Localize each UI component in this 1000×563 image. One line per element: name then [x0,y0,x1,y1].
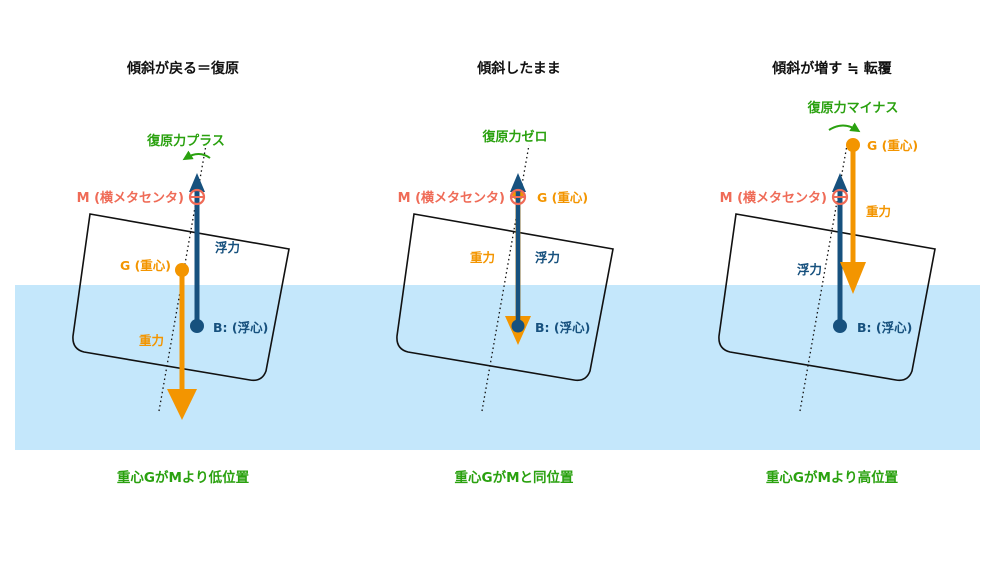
restoring-label: 復原力プラス [146,133,225,149]
buoyancy-label: 浮力 [215,240,240,255]
hull [396,213,614,382]
gravity-center-label: G (重心) [867,138,918,153]
gravity-arrow-head [840,262,866,294]
buoyancy-center-dot [511,319,525,333]
restoring-arrow [828,122,861,133]
gravity-center-label: G (重心) [120,258,171,273]
panel-title: 傾斜が増す ≒ 転覆 [771,60,892,77]
gravity-label: 重力 [139,333,164,348]
buoyancy-arrow-head [510,173,526,192]
hull [72,213,290,382]
restoring-arrow [182,150,211,161]
panel-capsizing: 傾斜が増す ≒ 転覆 復原力マイナス 浮力 B: (浮心) M (横メタセンタ)… [718,60,936,486]
buoyancy-center-label: B: (浮心) [857,320,912,335]
metacenter-label: M (横メタセンタ) [77,190,184,206]
panel-caption: 重心GがMと同位置 [454,469,574,486]
metacenter-label: M (横メタセンタ) [720,190,827,206]
restoring-label: 復原力マイナス [807,100,899,116]
hull [718,213,936,382]
gravity-center-dot [175,263,189,277]
buoyancy-label: 浮力 [797,262,822,277]
panel-title: 傾斜が戻る＝復原 [126,60,239,77]
panel-title: 傾斜したまま [476,60,561,77]
panel-caption: 重心GがMより高位置 [766,469,899,486]
panel-restoring: 傾斜が戻る＝復原 復原力プラス 浮力 B: (浮心) G (重心) 重力 M (… [72,60,290,486]
panel-caption: 重心GがMより低位置 [117,469,250,486]
gravity-arrow-head [167,389,197,420]
buoyancy-arrow-head [832,173,848,192]
gravity-label: 重力 [866,204,891,219]
gravity-center-label: G (重心) [537,190,588,205]
gravity-center-dot [846,138,860,152]
buoyancy-center-dot [190,319,204,333]
buoyancy-center-label: B: (浮心) [535,320,590,335]
metacenter-label: M (横メタセンタ) [398,190,505,206]
buoyancy-arrow-head [189,173,205,192]
buoyancy-center-dot [833,319,847,333]
buoyancy-center-label: B: (浮心) [213,320,268,335]
buoyancy-label: 浮力 [535,250,560,265]
panel-neutral: 傾斜したまま 復原力ゼロ G (重心) 重力 浮力 B: (浮心) M (横メタ… [396,60,614,486]
restoring-label: 復原力ゼロ [481,129,547,145]
gravity-label: 重力 [470,250,495,265]
